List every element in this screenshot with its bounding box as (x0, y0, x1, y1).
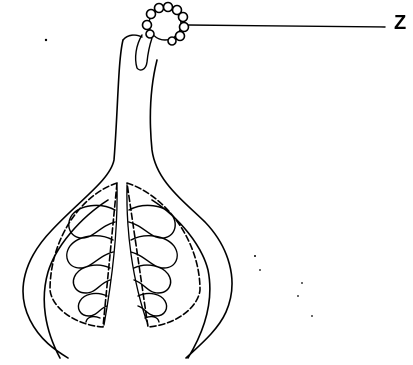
label-z: Z (394, 11, 406, 35)
speck-marks (45, 39, 313, 317)
pollen-tube (136, 35, 152, 70)
label-z-pointer (188, 25, 385, 27)
style-outline (23, 40, 123, 358)
ovary-wall-right (152, 200, 210, 358)
stigma (143, 3, 189, 46)
right-ovules (129, 205, 177, 322)
ovary-wall-left (44, 200, 108, 358)
style-outline-right (150, 60, 232, 358)
